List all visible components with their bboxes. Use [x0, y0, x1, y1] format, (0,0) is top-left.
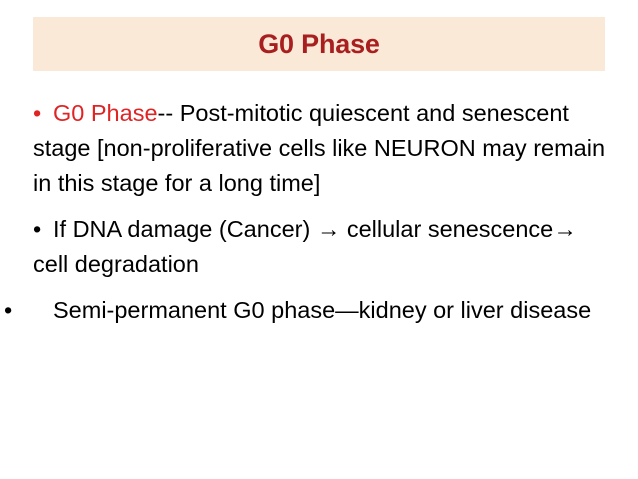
bullet-1-text: -- Post-mitotic quiescent and senescent … [33, 100, 606, 196]
bullet-paragraph-2: •If DNA damage (Cancer) → cellular senes… [33, 212, 608, 282]
bullet-icon: • [33, 100, 42, 126]
slide-body: • G0 Phase-- Post-mitotic quiescent and s… [4, 96, 608, 328]
bullet-icon: • [4, 297, 13, 323]
title-band: G0 Phase [33, 17, 605, 71]
bullet-2-text: If DNA damage (Cancer) → cellular senesc… [33, 216, 577, 277]
bullet-3-text: Semi-permanent G0 phase—kidney or liver … [53, 297, 592, 323]
bullet-icon: • [33, 216, 42, 242]
bullet-1-highlight: G0 Phase [53, 100, 158, 126]
page-title: G0 Phase [258, 28, 380, 59]
bullet-paragraph-3: • Semi-permanent G0 phase—kidney or liver… [4, 293, 608, 328]
bullet-paragraph-1: • G0 Phase-- Post-mitotic quiescent and s… [33, 96, 608, 201]
